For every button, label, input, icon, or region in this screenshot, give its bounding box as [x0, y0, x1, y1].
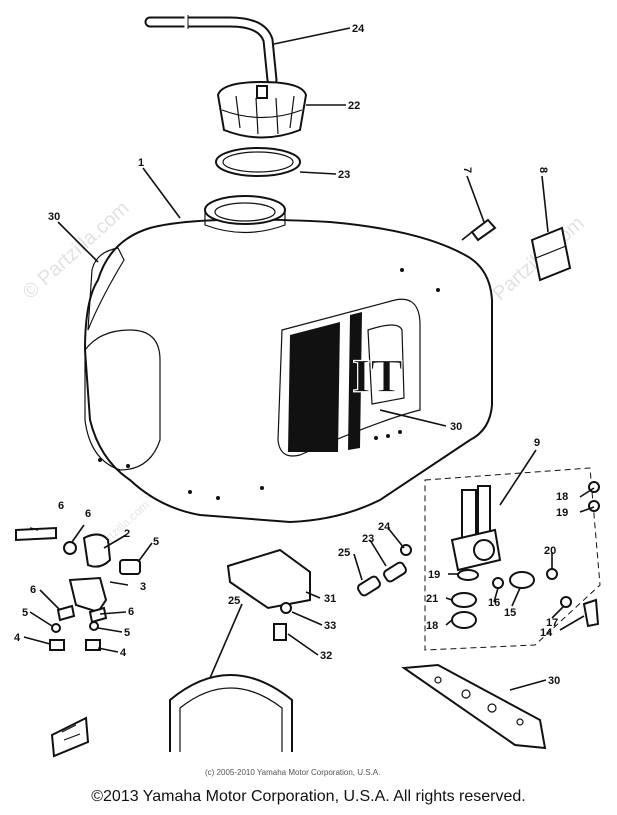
rear-mount-bracket — [226, 548, 311, 641]
callout-label: 24 — [378, 521, 391, 533]
callout-label: 1 — [138, 157, 144, 169]
tank-logo: IT — [352, 350, 403, 403]
callout-label: 5 — [153, 536, 159, 548]
callout-label: 30 — [450, 421, 462, 433]
callout-label: 23 — [338, 169, 350, 181]
callout-label: 32 — [320, 650, 332, 662]
callout-label: 19 — [556, 507, 568, 519]
copyright-notice: ©2013 Yamaha Motor Corporation, U.S.A. A… — [91, 788, 526, 805]
stamp-icon — [50, 716, 90, 758]
callout-label: 4 — [14, 632, 21, 644]
side-pad — [87, 247, 125, 331]
callout-label: 14 — [540, 627, 553, 639]
callout-label: 24 — [352, 23, 365, 35]
callout-label: 20 — [544, 545, 556, 557]
fuel-cock-assembly — [424, 467, 601, 651]
callout-label: 30 — [548, 675, 560, 687]
callout-label: 22 — [348, 100, 360, 112]
callout-label: 17 — [546, 617, 558, 629]
callout-label: 6 — [58, 500, 64, 512]
callout-label: 18 — [556, 491, 568, 503]
callout-label: 6 — [85, 508, 91, 520]
callout-label: 3 — [140, 581, 146, 593]
callout-labels: 24 22 23 1 30 7 8 30 9 18 19 — [48, 23, 568, 519]
callout-label: 4 — [120, 647, 127, 659]
callout-label: 16 — [488, 597, 500, 609]
heat-protector — [169, 674, 293, 752]
callout-label: 8 — [537, 167, 549, 173]
cover-plate — [401, 663, 547, 750]
callout-label: 18 — [426, 620, 438, 632]
mount-bracket-assembly — [15, 526, 141, 651]
callout-label: 15 — [504, 607, 516, 619]
fuel-tank: IT — [83, 195, 493, 524]
small-copyright: (c) 2005-2010 Yamaha Motor Corporation, … — [205, 768, 380, 777]
callout-label: 5 — [124, 627, 130, 639]
callout-label: 19 — [428, 569, 440, 581]
cap-gasket — [215, 147, 301, 177]
callout-label: 23 — [362, 533, 374, 545]
bolt — [461, 218, 497, 242]
lower-callouts-visible: 6 2 5 3 — [85, 508, 159, 593]
center-callouts-visible: 25 31 33 32 24 25 — [228, 521, 391, 662]
callout-label: 2 — [124, 528, 130, 540]
fastener-callouts-real: 6 6 5 5 4 4 — [14, 584, 134, 659]
petcock-callouts-visible: 23 19 21 18 20 16 15 17 14 — [362, 533, 558, 639]
callout-label: 30 — [48, 211, 60, 223]
damper — [530, 226, 572, 282]
callout-label: 31 — [324, 593, 336, 605]
callout-label: 25 — [338, 547, 350, 559]
collar — [357, 544, 412, 597]
callout-numbers-all: 6 — [58, 500, 64, 512]
cover-callout: 30 — [548, 675, 560, 687]
callout-label: 7 — [461, 167, 473, 173]
callout-label: 9 — [534, 437, 540, 449]
callout-label: 33 — [324, 620, 336, 632]
callout-label: 6 — [128, 606, 134, 618]
callout-label: 5 — [22, 607, 28, 619]
vent-hose — [144, 15, 278, 86]
leader-lines — [23, 27, 595, 691]
callout-label: 6 — [30, 584, 36, 596]
fuel-cap — [216, 80, 308, 139]
callout-label: 21 — [426, 593, 438, 605]
callout-label: 25 — [228, 595, 240, 607]
